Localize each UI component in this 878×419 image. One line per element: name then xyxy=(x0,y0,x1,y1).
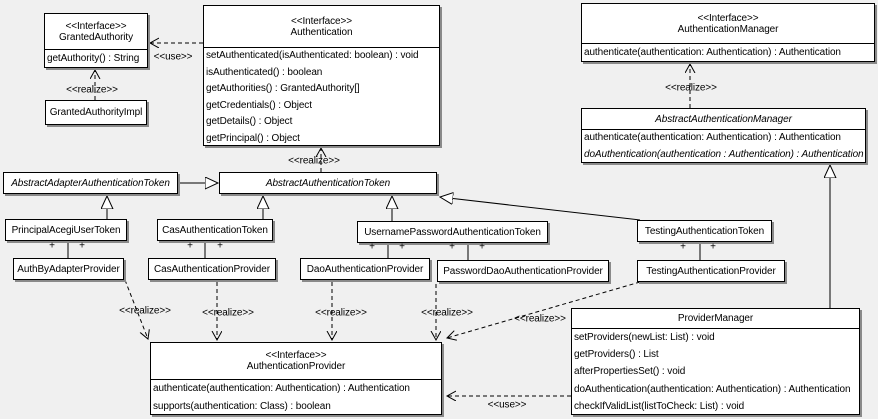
method: getProviders() : List xyxy=(574,349,659,361)
method: setProviders(newList: List) : void xyxy=(574,332,715,343)
stereotype: <<Interface>> xyxy=(265,350,327,361)
edge-label-use: <<use>> xyxy=(153,51,193,63)
assoc-end-plus: + xyxy=(369,241,375,253)
class-password-dao-authentication-provider: PasswordDaoAuthenticationProvider xyxy=(437,260,609,282)
edge-label-realize: <<realize>> xyxy=(514,313,566,325)
class-authentication-provider: <<Interface>> AuthenticationProvider aut… xyxy=(150,342,442,415)
method: getDetails() : Object xyxy=(206,116,293,127)
class-auth-by-adapter-provider: AuthByAdapterProvider xyxy=(13,258,124,280)
method: isAuthenticated() : boolean xyxy=(206,66,323,78)
edge-label-realize: <<realize>> xyxy=(288,155,340,167)
class-testing-authentication-token: TestingAuthenticationToken xyxy=(637,220,772,242)
assoc-end-plus: + xyxy=(680,241,686,253)
method: authenticate(authentication: Authenticat… xyxy=(584,47,841,58)
method: doAuthentication(authentication : Authen… xyxy=(584,148,864,160)
method: setAuthenticated(isAuthenticated: boolea… xyxy=(206,50,419,61)
method: getAuthority() : String xyxy=(47,53,140,64)
assoc-end-plus: + xyxy=(187,240,193,252)
class-dao-authentication-provider: DaoAuthenticationProvider xyxy=(300,258,430,280)
method: getCredentials() : Object xyxy=(206,99,312,111)
method: authenticate(authentication: Authenticat… xyxy=(153,383,410,394)
edge-gen-testing-token-to-abstract-token xyxy=(440,197,641,221)
edge-realize-authbyadapter-provider xyxy=(124,279,148,339)
class-cas-authentication-token: CasAuthenticationToken xyxy=(157,219,273,241)
edge-label-realize: <<realize>> xyxy=(665,82,717,94)
edge-label-realize: <<realize>> xyxy=(66,84,118,96)
assoc-end-plus: + xyxy=(399,241,405,253)
method: supports(authentication: Class) : boolea… xyxy=(153,400,331,412)
edge-label-realize: <<realize>> xyxy=(202,307,254,319)
class-authentication: <<Interface>> Authentication setAuthenti… xyxy=(203,5,440,146)
edge-label-use: <<use>> xyxy=(487,399,527,411)
stereotype: <<Interface>> xyxy=(291,15,352,27)
class-provider-manager: ProviderManager setProviders(newList: Li… xyxy=(571,308,860,415)
stereotype: <<Interface>> xyxy=(65,20,127,32)
class-granted-authority-impl: GrantedAuthorityImpl xyxy=(45,100,147,125)
class-granted-authority: <<Interface>> GrantedAuthority getAuthor… xyxy=(44,13,148,68)
method: getAuthorities() : GrantedAuthority[] xyxy=(206,83,360,94)
assoc-end-plus: + xyxy=(49,240,55,252)
assoc-end-plus: + xyxy=(449,241,455,253)
assoc-end-plus: + xyxy=(217,240,223,252)
method: getPrincipal() : Object xyxy=(206,132,300,144)
method: doAuthentication(authentication: Authent… xyxy=(574,383,851,395)
assoc-end-plus: + xyxy=(710,241,716,253)
method: checkIfValidList(listToCheck: List) : vo… xyxy=(574,400,745,412)
method: afterPropertiesSet() : void xyxy=(574,366,686,378)
edge-label-realize: <<realize>> xyxy=(315,307,367,319)
edge-realize-testing-provider xyxy=(447,281,641,338)
edge-label-realize: <<realize>> xyxy=(119,305,171,317)
assoc-end-plus: + xyxy=(79,240,85,252)
class-abstract-adapter-authentication-token: AbstractAdapterAuthenticationToken xyxy=(3,172,178,194)
class-principal-acegi-user-token: PrincipalAcegiUserToken xyxy=(5,219,127,241)
assoc-end-plus: + xyxy=(479,241,485,253)
stereotype: <<Interface>> xyxy=(697,12,759,24)
class-abstract-authentication-token: AbstractAuthenticationToken xyxy=(219,172,437,194)
class-abstract-authentication-manager: AbstractAuthenticationManager authentica… xyxy=(581,108,866,163)
class-testing-authentication-provider: TestingAuthenticationProvider xyxy=(637,260,785,282)
class-authentication-manager: <<Interface>> AuthenticationManager auth… xyxy=(581,3,875,62)
class-username-password-authentication-token: UsernamePasswordAuthenticationToken xyxy=(357,221,548,243)
edge-label-realize: <<realize>> xyxy=(421,307,473,319)
class-cas-authentication-provider: CasAuthenticationProvider xyxy=(148,258,276,280)
method: authenticate(authentication: Authenticat… xyxy=(584,132,841,143)
